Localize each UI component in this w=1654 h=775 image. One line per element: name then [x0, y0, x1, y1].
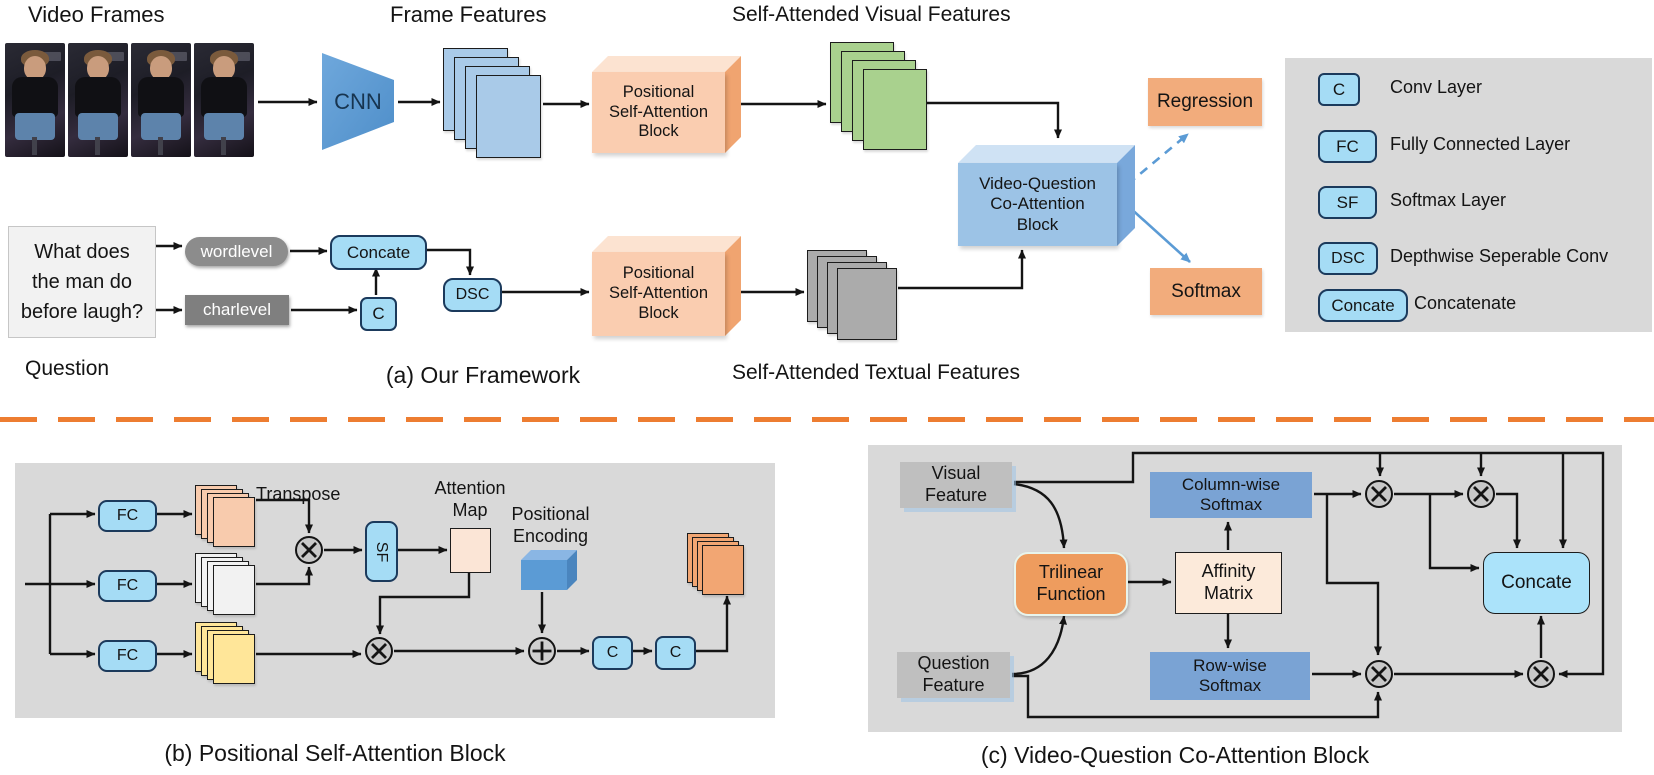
columnwise-softmax-box: Column-wise Softmax — [1150, 472, 1312, 518]
psa-text-block: Positional Self-Attention Block — [592, 252, 725, 336]
tv-logo-mark — [233, 52, 250, 61]
legend-badge-concate: Concate — [1318, 289, 1408, 322]
video-frame-thumbnail — [68, 43, 128, 157]
positional-encoding-side — [567, 550, 577, 590]
regression-box: Regression — [1148, 78, 1262, 126]
softmax-box: Softmax — [1150, 268, 1262, 315]
psa-detail-caption: (b) Positional Self-Attention Block — [164, 740, 506, 766]
charlevel-chip: charlevel — [185, 295, 289, 325]
tv-logo-mark — [107, 52, 124, 61]
vq-block-side — [1117, 145, 1135, 246]
legend-label-dsc: Depthwise Seperable Conv — [1390, 246, 1609, 266]
concate-c-box: Concate — [1483, 552, 1590, 614]
conv-box-2: C — [655, 636, 696, 670]
sf-label: SF — [373, 541, 391, 562]
visual-features-label: Self-Attended Visual Features — [732, 3, 1011, 26]
transpose-label: Transpose — [256, 484, 341, 504]
positional-encoding-box — [521, 560, 567, 590]
fc-box-1: FC — [98, 500, 157, 532]
psa-text-block-side — [725, 236, 741, 336]
question-box: What does the man do before laugh? — [8, 226, 156, 338]
question-label: Question — [25, 357, 110, 380]
sf-box: SF — [365, 521, 398, 582]
positional-encoding-label: Positional Encoding — [511, 504, 590, 546]
tv-logo-mark — [170, 52, 187, 61]
legend-badge-conv: C — [1318, 73, 1360, 106]
multiply-icon — [1526, 659, 1556, 694]
multiply-icon — [1364, 479, 1394, 514]
framework-caption: (a) Our Framework — [385, 362, 581, 388]
psa-visual-block: Positional Self-Attention Block — [592, 72, 725, 153]
affinity-matrix-box: Affinity Matrix — [1175, 552, 1282, 614]
legend-label-fc: Fully Connected Layer — [1390, 134, 1571, 154]
vq-coattention-block: Video-Question Co-Attention Block — [958, 163, 1117, 246]
legend-badge-fc: FC — [1318, 130, 1377, 163]
rowwise-softmax-box: Row-wise Softmax — [1150, 652, 1310, 700]
psa-visual-block-side — [725, 56, 741, 153]
conv-box: C — [360, 297, 397, 331]
video-frame-thumbnail — [194, 43, 254, 157]
section-divider — [0, 417, 1654, 422]
attention-map-label: Attention Map — [434, 478, 506, 520]
question-feature-box: Question Feature — [897, 652, 1010, 698]
video-frame-thumbnail — [131, 43, 191, 157]
dsc-box: DSC — [443, 278, 502, 312]
conv-box-1: C — [592, 636, 633, 670]
legend-badge-dsc: DSC — [1318, 242, 1378, 275]
textual-features-label: Self-Attended Textual Features — [732, 361, 1020, 384]
legend-label-conv: Conv Layer — [1390, 77, 1483, 97]
coattention-detail-caption: (c) Video-Question Co-Attention Block — [980, 742, 1370, 768]
visual-feature-box: Visual Feature — [900, 462, 1012, 508]
frame-features-label: Frame Features — [390, 2, 547, 27]
psa-text-block-top — [592, 236, 741, 252]
cnn-label: CNN — [334, 88, 382, 114]
attention-map — [450, 528, 491, 573]
multiply-icon — [1466, 479, 1496, 514]
tv-logo-mark — [44, 52, 61, 61]
concate-box: Concate — [330, 235, 427, 270]
legend-label-sf: Softmax Layer — [1390, 190, 1507, 210]
fc-box-3: FC — [98, 640, 157, 672]
trilinear-function-box: Trilinear Function — [1014, 552, 1128, 616]
multiply-icon — [1364, 659, 1394, 694]
legend-badge-sf: SF — [1318, 186, 1377, 219]
vq-block-top — [958, 145, 1135, 163]
psa-visual-block-top — [592, 56, 741, 72]
plus-icon — [527, 636, 557, 671]
video-frames-label: Video Frames — [28, 2, 165, 27]
multiply-icon — [364, 636, 394, 671]
legend-label-concate: Concatenate — [1414, 293, 1517, 313]
positional-encoding-top — [521, 550, 577, 560]
wordlevel-chip: wordlevel — [185, 237, 288, 266]
multiply-icon — [294, 535, 324, 570]
fc-box-2: FC — [98, 570, 157, 602]
video-frame-thumbnail — [5, 43, 65, 157]
